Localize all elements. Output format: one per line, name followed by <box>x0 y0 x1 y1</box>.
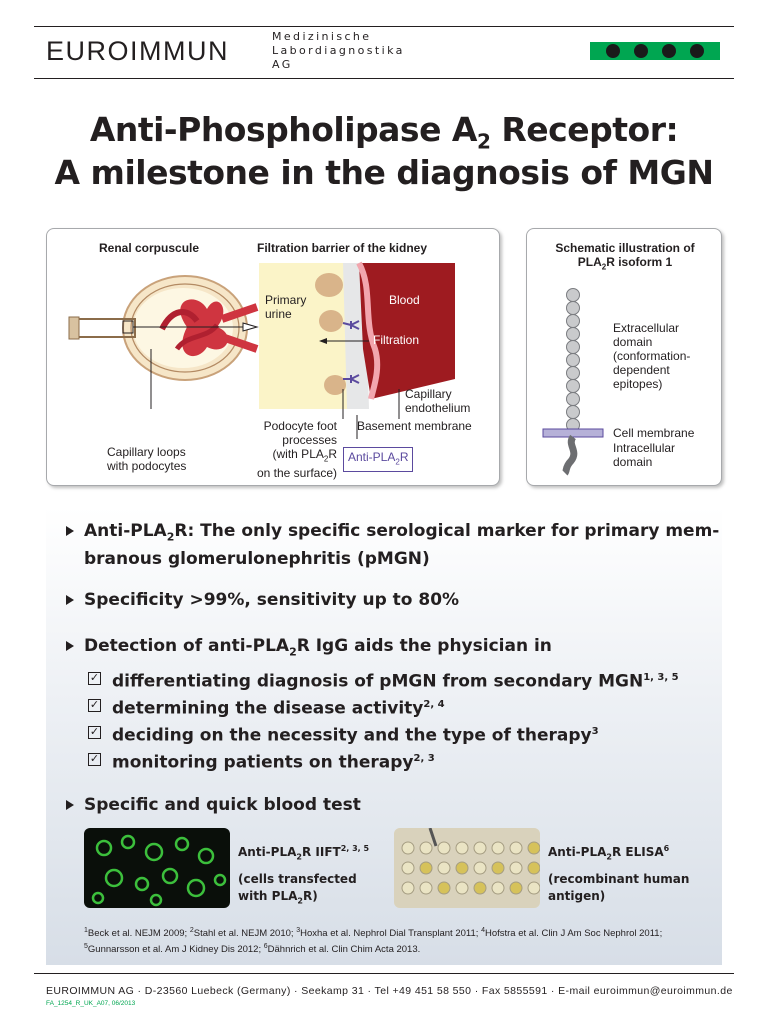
bullet-marker <box>66 641 74 651</box>
header-bottom-rule <box>34 78 734 79</box>
euroimmun-logo <box>590 42 720 60</box>
footer-address: EUROIMMUN AG · D-23560 Luebeck (Germany)… <box>46 985 733 997</box>
check-item-disease-activity: determining the disease activity2, 4 <box>112 698 445 719</box>
anti-pla2r-box: Anti-PLA2R <box>343 447 414 473</box>
bullet-specificity: Specificity >99%, sensitivity up to 80% <box>84 590 460 610</box>
check-item-therapy: deciding on the necessity and the type o… <box>112 725 599 746</box>
check-item-monitoring: monitoring patients on therapy2, 3 <box>112 752 435 773</box>
intracellular-domain-label: Intracellular domain <box>613 441 676 469</box>
brand-tagline: Medizinische Labordiagnostika AG <box>272 30 405 72</box>
kidney-illustration <box>68 261 455 439</box>
checkbox-icon: ✓ <box>88 698 101 712</box>
capillary-endothelium-label: Capillary endothelium <box>405 387 471 415</box>
podocyte-label: Podocyte foot processes (with PLA2R on t… <box>256 419 337 481</box>
schematic-heading: Schematic illustration of PLA2R isoform … <box>555 241 695 272</box>
blood-label: Blood <box>389 293 420 307</box>
filtration-barrier-drawing <box>259 261 455 439</box>
page-title-line-2: A milestone in the diagnosis of MGN <box>54 153 714 192</box>
references: 1Beck et al. NEJM 2009; 2Stahl et al. NE… <box>84 927 663 956</box>
pla2r-isoform-illustration <box>542 288 604 476</box>
capillary-loops-label: Capillary loops with podocytes <box>107 445 187 473</box>
renal-corpuscle-heading: Renal corpuscule <box>99 241 200 255</box>
logo-dot <box>606 44 620 58</box>
page-title-line-1: Anti-Phospholipase A2 Receptor: <box>89 110 679 154</box>
bullet-marker <box>66 800 74 810</box>
bullet-specific-marker: Anti-PLA2R: The only specific serologica… <box>84 521 720 570</box>
basement-membrane-label: Basement membrane <box>357 419 472 433</box>
renal-corpuscle-drawing <box>68 275 259 409</box>
elisa-label: Anti-PLA2R ELISA6 (recombinant human ant… <box>548 844 690 904</box>
extracellular-domain-label: Extracellular domain (conformation- depe… <box>613 321 691 391</box>
checkbox-icon: ✓ <box>88 725 101 739</box>
logo-dot <box>634 44 648 58</box>
logo-dot <box>690 44 704 58</box>
cell-membrane-label: Cell membrane <box>613 426 695 440</box>
footer-rule <box>34 973 734 974</box>
filtration-barrier-heading: Filtration barrier of the kidney <box>257 241 428 255</box>
pla2r-schematic-panel: Schematic illustration of PLA2R isoform … <box>526 228 722 486</box>
bullet-blood-test: Specific and quick blood test <box>84 795 361 815</box>
iift-microscopy-image <box>84 828 230 908</box>
filtration-label: Filtration <box>373 333 420 347</box>
header-top-rule <box>34 26 734 27</box>
brand-name: EUROIMMUN <box>46 36 229 66</box>
kidney-figure-panel: Renal corpuscule Filtration barrier of t… <box>46 228 500 486</box>
iift-label: Anti-PLA2R IIFT2, 3, 5 (cells transfecte… <box>238 844 370 906</box>
elisa-plate-image <box>394 828 540 908</box>
bullet-marker <box>66 526 74 536</box>
bullet-marker <box>66 595 74 605</box>
logo-dot <box>662 44 676 58</box>
check-item-differentiating: differentiating diagnosis of pMGN from s… <box>112 671 679 692</box>
tagline-line-3: AG <box>272 58 293 71</box>
document-id: FA_1254_R_UK_A07, 06/2013 <box>46 1000 136 1007</box>
checkbox-icon: ✓ <box>88 671 101 685</box>
tagline-line-2: Labordiagnostika <box>272 44 405 57</box>
tagline-line-1: Medizinische <box>272 30 372 43</box>
primary-urine-label: Primary urine <box>265 293 307 321</box>
checkbox-icon: ✓ <box>88 752 101 766</box>
bullet-detection: Detection of anti-PLA2R IgG aids the phy… <box>84 636 552 659</box>
